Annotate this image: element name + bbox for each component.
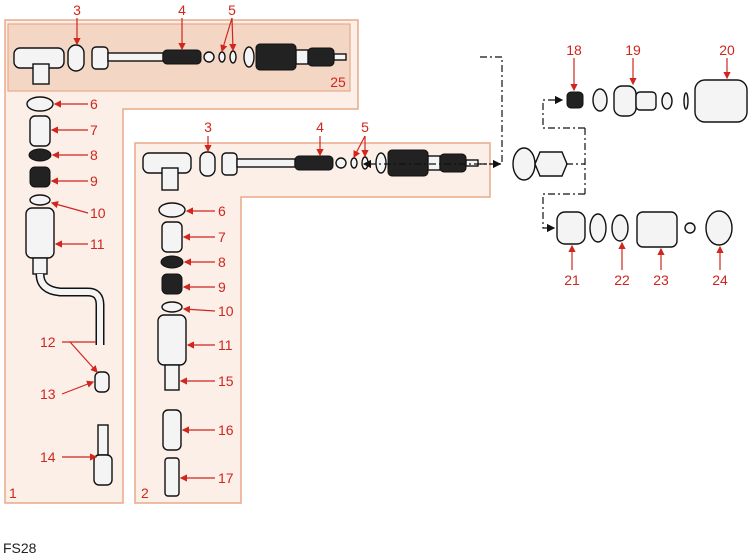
leader-lines: [50, 17, 731, 482]
label-part-3-a1: 3: [73, 2, 81, 18]
label-part-11-a1: 11: [90, 236, 105, 252]
label-part-4-a1: 4: [178, 2, 186, 18]
label-part-6-a1: 6: [90, 96, 98, 112]
label-part-20: 20: [719, 42, 735, 58]
label-part-13: 13: [40, 386, 56, 402]
assembly-2-number: 2: [141, 485, 149, 501]
right-parts: [512, 79, 748, 248]
label-subassembly-25: 25: [330, 74, 346, 90]
assembly-1-number: 1: [9, 485, 17, 501]
label-part-15: 15: [218, 373, 234, 389]
label-part-23: 23: [653, 272, 669, 288]
label-part-11-a2: 11: [218, 337, 233, 353]
label-part-5-a1: 5: [228, 2, 236, 18]
label-part-22: 22: [614, 272, 630, 288]
figure-code: FS28: [3, 540, 37, 556]
label-part-9-a2: 9: [218, 279, 226, 295]
label-part-10-a2: 10: [218, 303, 234, 319]
label-part-8-a2: 8: [218, 254, 226, 270]
assembly-2-panel: [134, 142, 491, 504]
label-part-21: 21: [564, 272, 580, 288]
label-part-10-a1: 10: [90, 205, 106, 221]
label-part-4-a2: 4: [316, 119, 324, 135]
flow-connectors: [362, 56, 586, 233]
label-part-12: 12: [40, 334, 56, 350]
label-part-8-a1: 8: [90, 147, 98, 163]
label-part-19: 19: [625, 42, 641, 58]
label-part-24: 24: [712, 272, 728, 288]
label-part-7-a1: 7: [90, 122, 98, 138]
assembly-2-parts: [142, 149, 479, 497]
label-part-9-a1: 9: [90, 173, 98, 189]
label-part-16: 16: [218, 422, 234, 438]
assembly-1-top-parts: [13, 43, 347, 85]
label-part-7-a2: 7: [218, 229, 226, 245]
label-part-17: 17: [218, 470, 234, 486]
label-part-14: 14: [40, 449, 56, 465]
assembly-1-vertical-parts: [25, 96, 113, 486]
label-part-18: 18: [566, 42, 582, 58]
label-part-6-a2: 6: [218, 203, 226, 219]
label-part-5-a2: 5: [361, 119, 369, 135]
label-part-3-a2: 3: [204, 119, 212, 135]
